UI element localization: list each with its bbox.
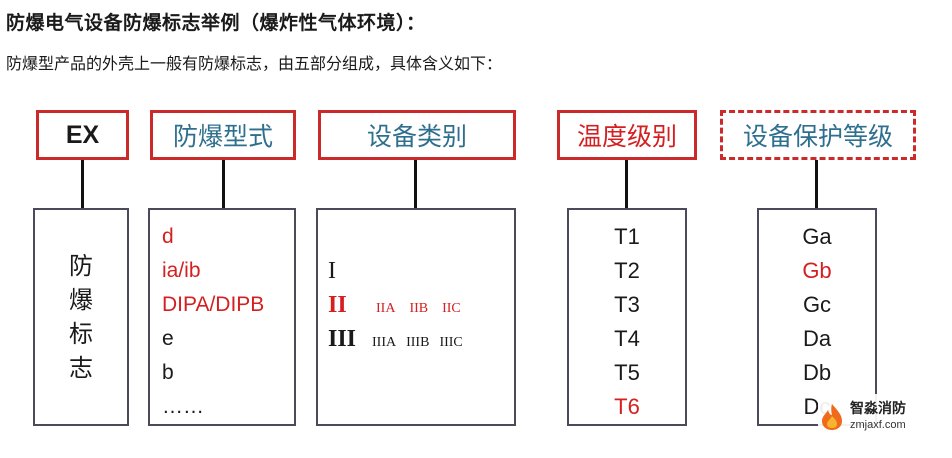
connector-protection-type [222, 160, 225, 208]
connector-ex [81, 160, 84, 208]
epl-item: Gb [802, 258, 832, 283]
group-row: I [328, 258, 514, 292]
vertical-char: 防 [69, 252, 93, 280]
temperature-item: T2 [614, 258, 640, 283]
group-sub: IIC [442, 301, 461, 316]
page-heading: 防爆电气设备防爆标志举例（爆炸性气体环境）： [6, 12, 426, 34]
group-row: III IIIA IIIB IIIC [328, 326, 514, 360]
group-sub: IIB [409, 301, 429, 316]
vertical-char: 爆 [69, 286, 93, 314]
epl-item: Gc [802, 292, 832, 317]
flame-logo-icon [822, 404, 842, 430]
header-equipment-protection-level: 设备保护等级 [720, 110, 916, 160]
vertical-char: 标 [69, 320, 93, 348]
group-sub: IIIC [439, 335, 463, 350]
temperature-item: T1 [614, 224, 640, 249]
group-main: I [328, 258, 336, 284]
intro-text: 防爆型产品的外壳上一般有防爆标志，由五部分组成，具体含义如下： [6, 54, 503, 73]
body-equipment-group: I II IIA IIB IIC III IIIA IIIB IIIC [316, 208, 516, 426]
body-protection-type: d ia/ib DIPA/DIPB e b …… [148, 208, 296, 426]
group-row: II IIA IIB IIC [328, 292, 514, 326]
body-ex: 防 爆 标 志 [33, 208, 129, 426]
temperature-item: T3 [614, 292, 640, 317]
header-equipment-group: 设备类别 [318, 110, 516, 160]
watermark-text: 智淼消防 zmjaxf.com [850, 401, 906, 433]
body-equipment-protection-level: Ga Gb Gc Da Db Dc [757, 208, 877, 426]
epl-item: Db [802, 360, 832, 385]
watermark-name: 智淼消防 [850, 401, 906, 417]
protection-type-item: …… [162, 395, 204, 418]
group-sub: IIIA [372, 335, 397, 350]
protection-type-item: ia/ib [162, 259, 201, 282]
connector-protection-level [815, 160, 818, 208]
protection-type-item: DIPA/DIPB [162, 293, 265, 316]
temperature-item: T4 [614, 326, 640, 351]
header-ex: EX [36, 110, 129, 160]
connector-temperature-class [625, 160, 628, 208]
group-main: III [328, 326, 357, 352]
watermark-url: zmjaxf.com [850, 419, 906, 431]
group-sub: IIA [376, 301, 396, 316]
temperature-item: T6 [614, 394, 640, 419]
protection-type-item: e [162, 327, 174, 350]
connector-equipment-group [414, 160, 417, 208]
epl-item: Ga [802, 224, 832, 249]
header-temperature-class: 温度级别 [557, 110, 697, 160]
body-temperature-class: T1 T2 T3 T4 T5 T6 [567, 208, 687, 426]
protection-type-item: d [162, 225, 174, 248]
header-protection-type: 防爆型式 [150, 110, 296, 160]
temperature-item: T5 [614, 360, 640, 385]
vertical-char: 志 [69, 354, 93, 382]
watermark-logo: 智淼消防 zmjaxf.com [818, 394, 946, 440]
epl-item: Da [802, 326, 832, 351]
group-sub: IIIB [406, 335, 430, 350]
group-main: II [328, 292, 347, 318]
protection-type-item: b [162, 361, 174, 384]
